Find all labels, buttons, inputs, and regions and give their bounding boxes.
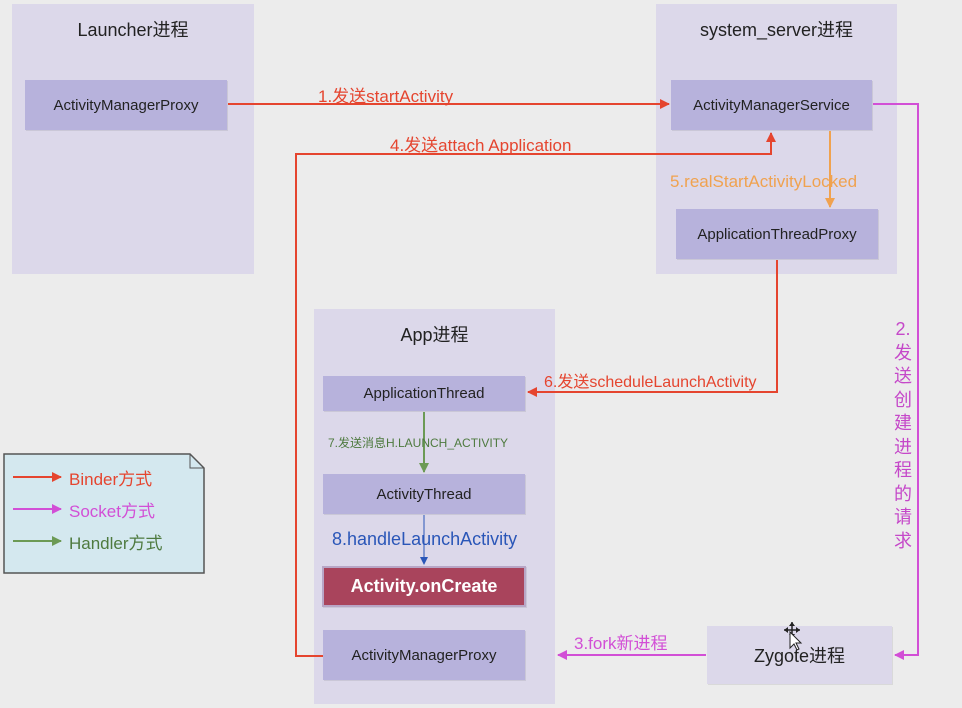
- launcher-activity-manager-proxy: ActivityManagerProxy: [25, 80, 227, 130]
- legend-handler: Handler方式: [69, 531, 163, 553]
- launcher-process: Launcher进程: [12, 4, 254, 274]
- legend-binder-label: Binder方式: [69, 469, 153, 489]
- edge-5-label: 5.realStartActivityLocked: [670, 172, 858, 191]
- app-process-title: App进程: [400, 325, 469, 345]
- edge-1-label: 1.发送startActivity: [318, 87, 454, 106]
- activity-manager-service: ActivityManagerService: [671, 80, 872, 130]
- edge-3-label: 3.fork新进程: [574, 634, 668, 653]
- legend-handler-label: Handler方式: [69, 533, 163, 553]
- legend-socket-label: Socket方式: [69, 501, 155, 521]
- activity-thread: ActivityThread: [323, 474, 525, 514]
- legend-binder: Binder方式: [69, 467, 153, 489]
- application-thread: ApplicationThread: [323, 376, 525, 411]
- activity-oncreate: Activity.onCreate: [322, 566, 526, 607]
- system-server-process-title: system_server进程: [699, 20, 854, 40]
- legend: Binder方式 Socket方式 Handler方式: [3, 453, 205, 574]
- launcher-process-title: Launcher进程: [77, 20, 189, 40]
- zygote-process: Zygote进程: [707, 626, 892, 684]
- edge-6-label: 6.发送scheduleLaunchActivity: [544, 374, 757, 391]
- edge-2-label: 2.发送创建进程的请求: [894, 319, 912, 551]
- application-thread-proxy: ApplicationThreadProxy: [676, 209, 878, 259]
- edge-7-label: 7.发送消息H.LAUNCH_ACTIVITY: [328, 436, 509, 450]
- app-activity-manager-proxy: ActivityManagerProxy: [323, 630, 525, 680]
- legend-frame: [3, 453, 205, 574]
- legend-socket: Socket方式: [69, 499, 155, 521]
- edge-4-label: 4.发送attach Application: [390, 136, 572, 155]
- edge-8-label: 8.handleLaunchActivity: [332, 529, 518, 549]
